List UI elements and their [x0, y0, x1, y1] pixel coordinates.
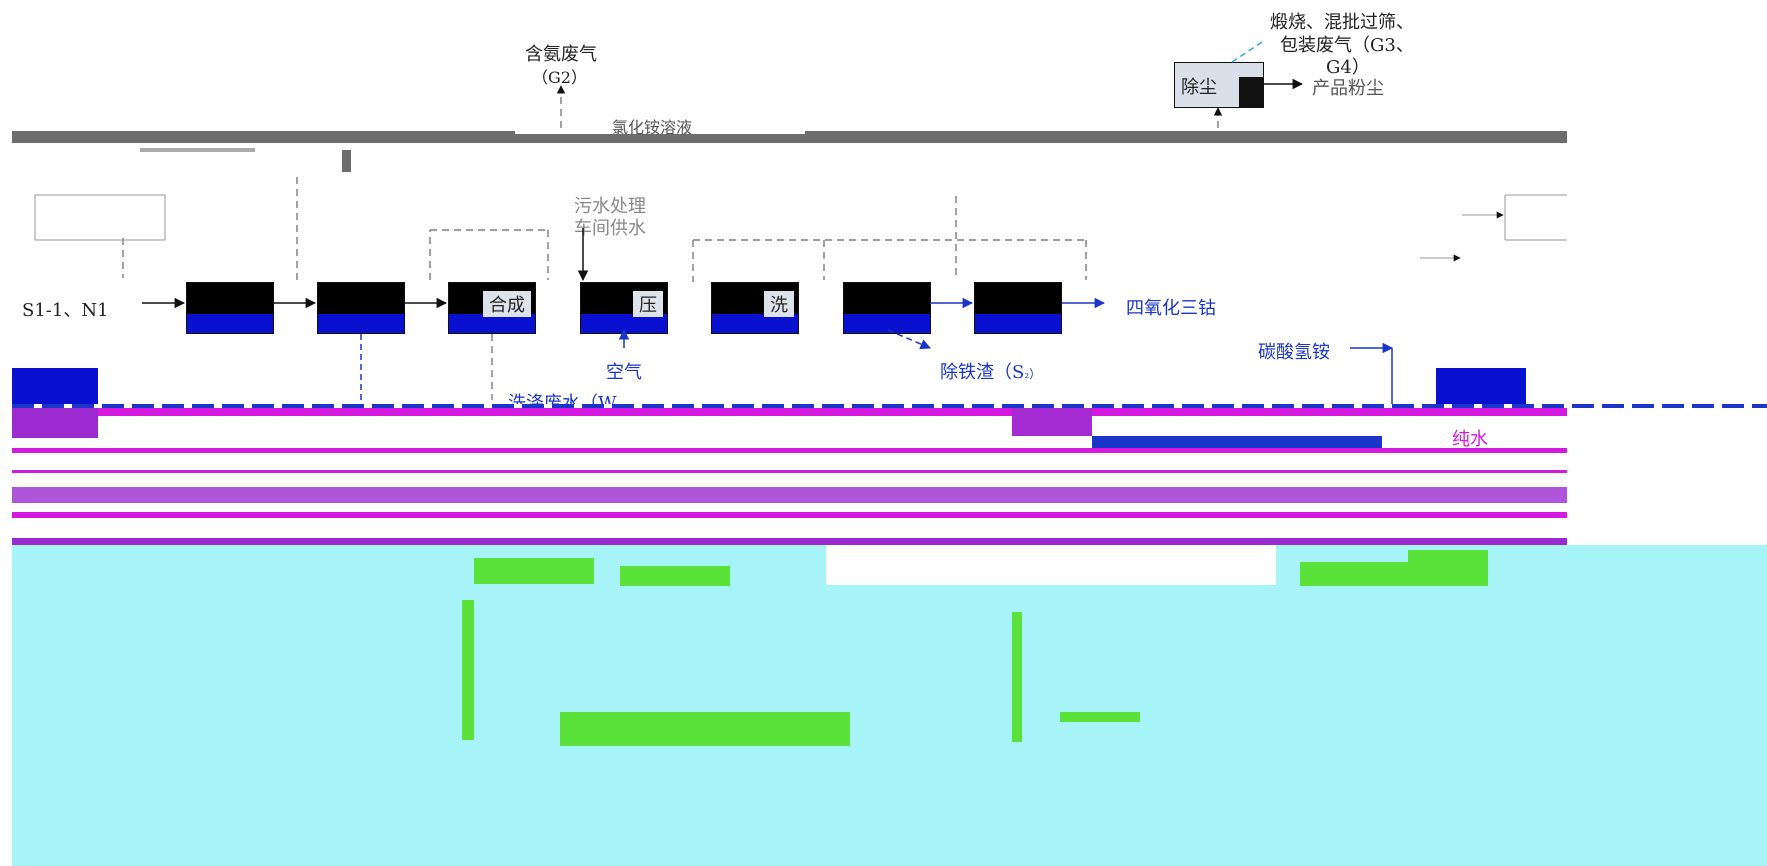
dust-collector-box: 除尘	[1174, 62, 1264, 108]
noise-green-1	[474, 558, 594, 584]
process-box-5: 洗	[711, 282, 799, 334]
top-band	[12, 131, 1567, 143]
carbonate-label: 碳酸氢铵	[1258, 342, 1330, 363]
calcination-line-2: 包装废气（G3、	[1280, 35, 1414, 56]
noise-band-6	[12, 538, 1567, 545]
pure-water-label: 纯水	[1452, 429, 1488, 450]
calcination-line-3: G4）	[1326, 57, 1370, 78]
inputs-label: S1-1、N1	[22, 300, 109, 321]
process-box-1	[186, 282, 274, 334]
top-band-label: 氯化铵溶液	[612, 118, 693, 137]
plant-water-line-1: 污水处理	[574, 196, 646, 217]
noise-block-1	[12, 408, 98, 438]
calcination-line-1: 煅烧、混批过筛、	[1270, 12, 1414, 33]
iron-slag-text: 除铁渣（S	[940, 362, 1025, 383]
noise-green-8	[1408, 550, 1488, 586]
noise-green-7	[462, 600, 474, 740]
lower-cyan-region	[12, 545, 1767, 866]
iron-slag-sub: ₂）	[1024, 367, 1042, 381]
noise-band-4	[12, 487, 1567, 503]
product-label: 四氧化三钴	[1126, 298, 1216, 319]
process-box-6	[843, 282, 931, 334]
left-blue-block	[12, 368, 98, 408]
carbonate-tank	[1436, 368, 1526, 406]
process-box-2	[317, 282, 405, 334]
ammonia-gas-code: （G2）	[532, 68, 587, 87]
wastewater-dashed-band	[12, 404, 1767, 408]
band-fragment-1	[342, 150, 351, 172]
plant-water-line-2: 车间供水	[574, 218, 646, 239]
noise-block-3	[1092, 436, 1382, 448]
band-fragment-2	[140, 148, 255, 152]
ammonia-gas-label: 含氨废气	[525, 44, 597, 65]
process-box-5-label: 洗	[764, 291, 794, 317]
noise-band-1	[12, 408, 1567, 416]
dust-collector-dark	[1239, 77, 1263, 107]
dust-collector-label: 除尘	[1181, 77, 1217, 98]
process-box-7	[974, 282, 1062, 334]
noise-green-4	[1012, 612, 1022, 742]
white-panel	[826, 545, 1276, 585]
process-box-3-label: 合成	[483, 291, 531, 317]
air-label: 空气	[606, 362, 642, 383]
process-box-3: 合成	[448, 282, 536, 334]
noise-green-5	[1060, 712, 1140, 722]
iron-slag-label: 除铁渣（S₂）	[940, 358, 1041, 384]
noise-band-3	[12, 470, 1567, 473]
product-dust-label: 产品粉尘	[1312, 78, 1384, 99]
process-box-4-label: 压	[633, 291, 663, 317]
noise-green-2	[620, 566, 730, 586]
noise-band-5	[12, 512, 1567, 518]
noise-block-2	[1012, 408, 1092, 436]
noise-band-2	[12, 448, 1567, 453]
noise-green-6	[560, 712, 850, 746]
top-band-label-bg	[515, 120, 805, 134]
